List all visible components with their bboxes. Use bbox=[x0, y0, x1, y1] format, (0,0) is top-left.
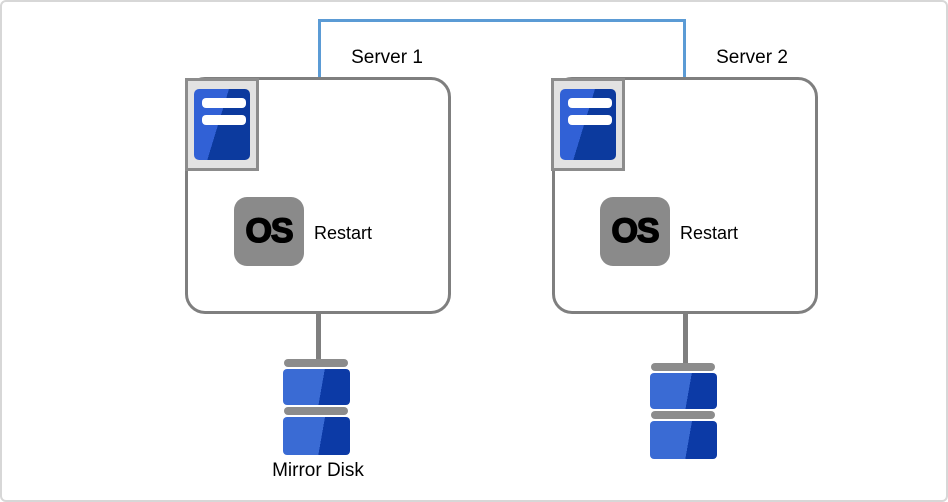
disk-platter-icon bbox=[283, 417, 350, 455]
server-slot-icon bbox=[202, 98, 246, 108]
server-slot-icon bbox=[568, 115, 612, 125]
disk-bar-icon bbox=[284, 407, 348, 415]
disk-icon bbox=[650, 363, 717, 459]
os-icon: OS bbox=[600, 197, 670, 266]
disk-platter-icon bbox=[283, 369, 350, 405]
disk-bar-icon bbox=[651, 363, 715, 371]
server-slot-icon bbox=[202, 115, 246, 125]
disk-platter-icon bbox=[650, 373, 717, 409]
server-icon bbox=[551, 78, 625, 171]
server-2-restart-label: Restart bbox=[680, 223, 739, 243]
os-icon-text: OS bbox=[611, 211, 661, 251]
server-2-label: Server 2 bbox=[716, 47, 788, 68]
server-1-disk-link-line bbox=[316, 312, 321, 360]
disk-platter-icon bbox=[650, 421, 717, 459]
server-icon bbox=[185, 78, 259, 171]
server-2-disk-link-line bbox=[683, 312, 688, 364]
mirror-disk-label: Mirror Disk bbox=[272, 460, 364, 481]
server-tower-icon bbox=[560, 89, 616, 160]
interconnect-line bbox=[318, 19, 686, 77]
server-tower-icon bbox=[194, 89, 250, 160]
os-icon: OS bbox=[234, 197, 304, 266]
server-1-label: Server 1 bbox=[351, 47, 423, 68]
server-slot-icon bbox=[568, 98, 612, 108]
disk-bar-icon bbox=[284, 359, 348, 367]
disk-bar-icon bbox=[651, 411, 715, 419]
os-icon-text: OS bbox=[245, 211, 295, 251]
server-1-restart-label: Restart bbox=[314, 223, 373, 243]
disk-icon bbox=[283, 359, 350, 455]
